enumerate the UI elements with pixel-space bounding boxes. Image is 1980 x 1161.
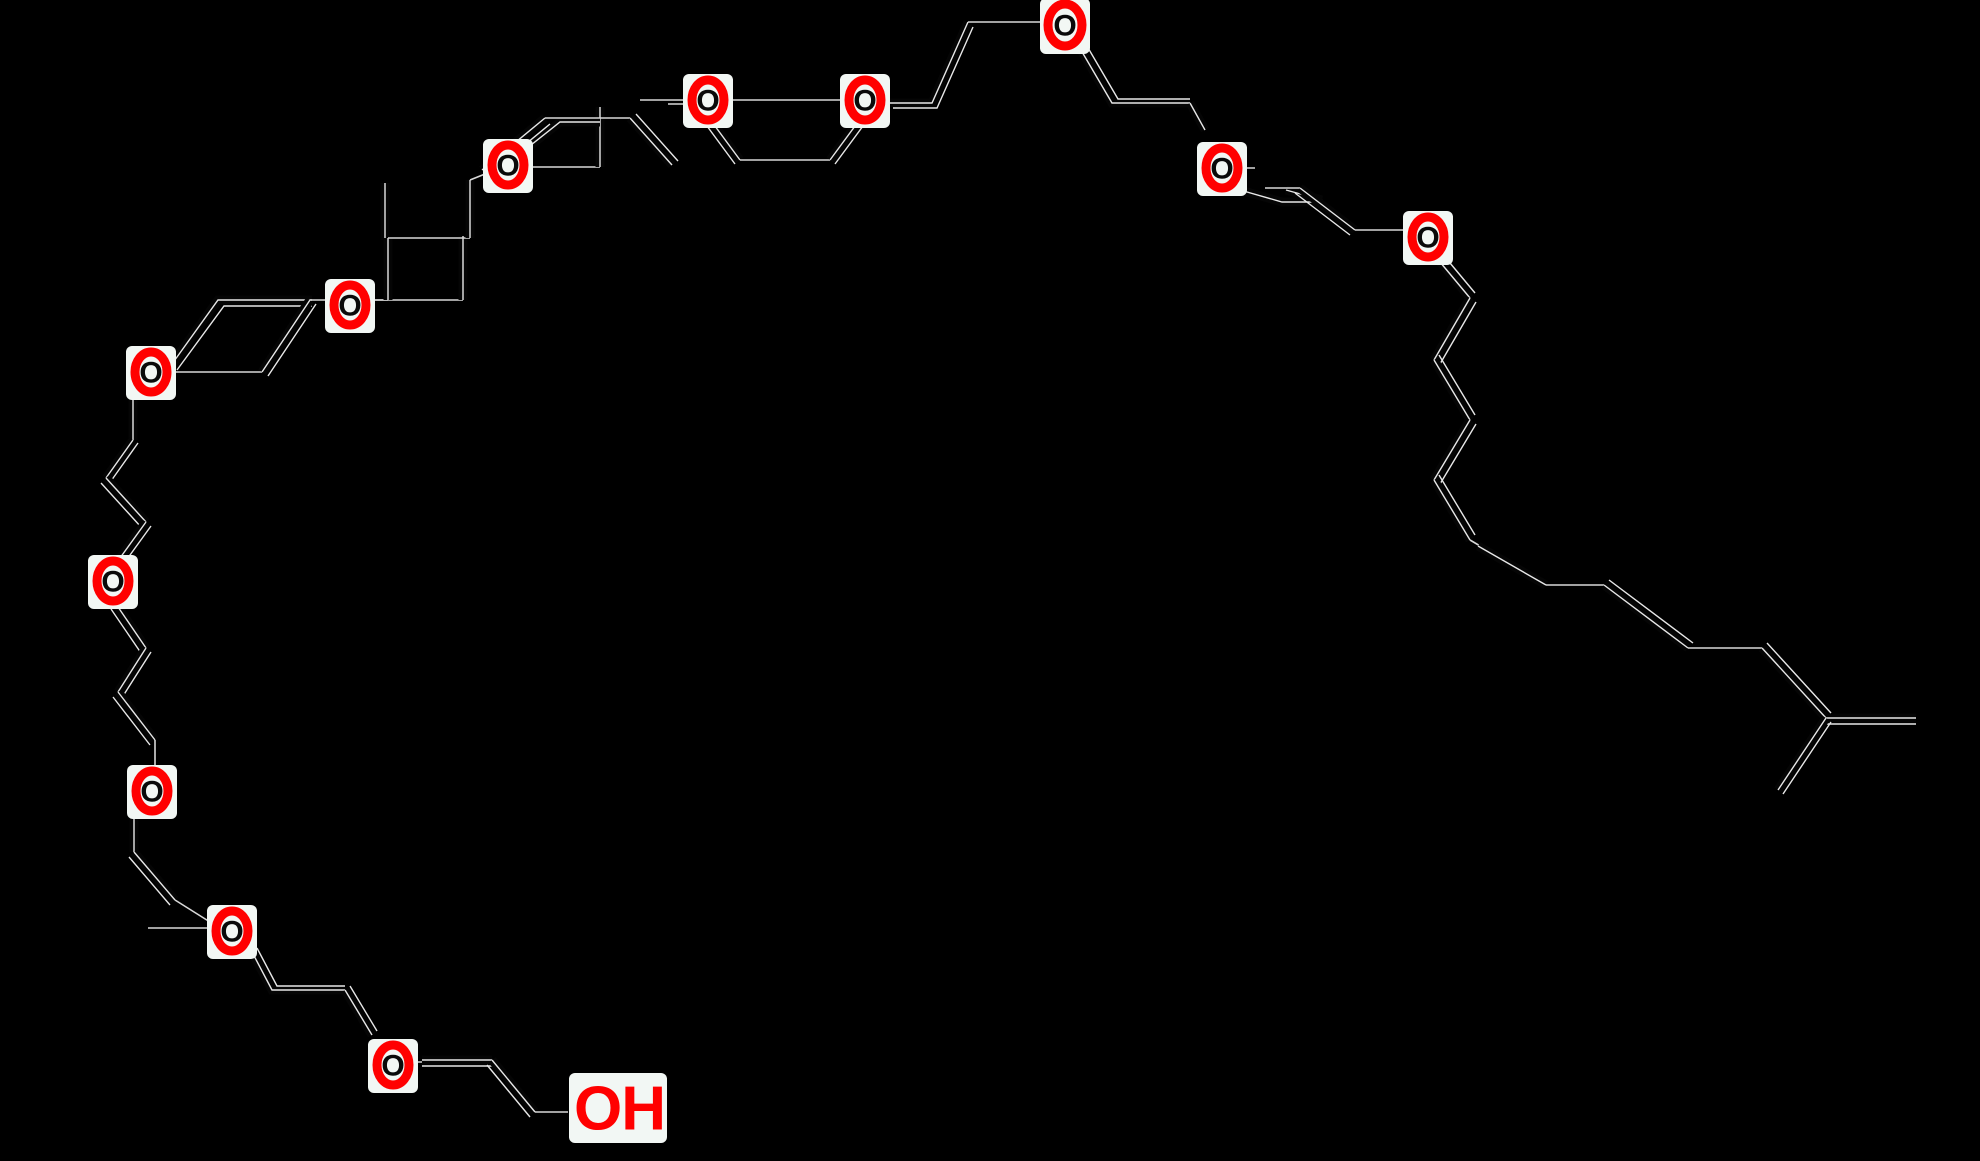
oxygen-label: O	[1210, 153, 1233, 186]
oxygen-atom-layer: O O O O	[88, 0, 1453, 1144]
bond-group-valley-to-O2	[826, 119, 864, 165]
oxygen-atom-O11[interactable]: O	[207, 905, 257, 959]
bond-group-O1-to-O5	[1074, 40, 1209, 133]
bond-group-O12-to-OH	[412, 1055, 568, 1118]
oxygen-atom-O2[interactable]: O	[840, 74, 890, 128]
bond-group-O6-approach	[1265, 184, 1408, 236]
oxygen-label: O	[696, 85, 719, 118]
oxygen-label: O	[220, 916, 243, 949]
oxygen-atom-O12[interactable]: O	[368, 1039, 418, 1093]
bond-group-tail-5	[1601, 579, 1762, 652]
bond-polyline-final-to-OH	[412, 1068, 560, 1105]
oxygen-atom-O4[interactable]: O	[483, 139, 533, 193]
oxygen-label: O	[338, 290, 361, 323]
oxygen-atom-O8[interactable]: O	[126, 346, 176, 400]
oxygen-atom-O7[interactable]: O	[325, 279, 375, 333]
oxygen-label: O	[496, 150, 519, 183]
bond-group-O2-to-O1	[888, 20, 1045, 109]
oxygen-atom-O10[interactable]: O	[127, 765, 177, 819]
oxygen-atom-O1[interactable]: O	[1040, 0, 1090, 54]
oxygen-label: O	[139, 357, 162, 390]
oxygen-label: O	[101, 566, 124, 599]
hydroxyl-label: OH	[574, 1075, 665, 1144]
bond-group-tail-2	[1430, 354, 1477, 485]
oxygen-atom-O9[interactable]: O	[88, 555, 138, 609]
bond-group-left-desc-3	[110, 601, 152, 697]
bond-group-O4-right	[527, 107, 605, 168]
bond-group-tail-1	[1430, 256, 1477, 365]
bond-group-O3-down	[706, 119, 830, 165]
oxygen-label: O	[1416, 222, 1439, 255]
oxygen-label: O	[853, 85, 876, 118]
bond-group-left-desc-4	[112, 689, 159, 768]
bond-polyline-bottom-chain-to-OH	[249, 945, 380, 1055]
oxygen-atom-O3[interactable]: O	[683, 74, 733, 128]
bond-network	[100, 20, 1916, 1118]
bond-group-valley-left	[626, 113, 679, 168]
bond-group-tail-6	[1758, 642, 1832, 722]
bond-group-tail-terminal-branch	[1774, 713, 1916, 795]
bond-polyline-right-step	[1240, 142, 1408, 232]
oxygen-label: O	[140, 776, 163, 809]
bond-group-tail-4	[1475, 542, 1604, 589]
bond-polyline-center-valley	[725, 104, 848, 145]
oxygen-label: O	[381, 1050, 404, 1083]
bond-group-left-desc-1	[102, 396, 139, 482]
bond-group-O11-to-O12	[248, 947, 378, 1038]
bond-group-left-ascending	[168, 295, 312, 371]
bond-polyline-top-right-descending	[1082, 28, 1205, 160]
oxygen-label: O	[1053, 10, 1076, 43]
terminal-hydroxyl-group[interactable]: OH	[569, 1073, 667, 1144]
oxygen-atom-O6[interactable]: O	[1403, 211, 1453, 265]
bond-group-shelf-to-O4-riser	[388, 171, 491, 239]
oxygen-atom-O5[interactable]: O	[1197, 142, 1247, 196]
